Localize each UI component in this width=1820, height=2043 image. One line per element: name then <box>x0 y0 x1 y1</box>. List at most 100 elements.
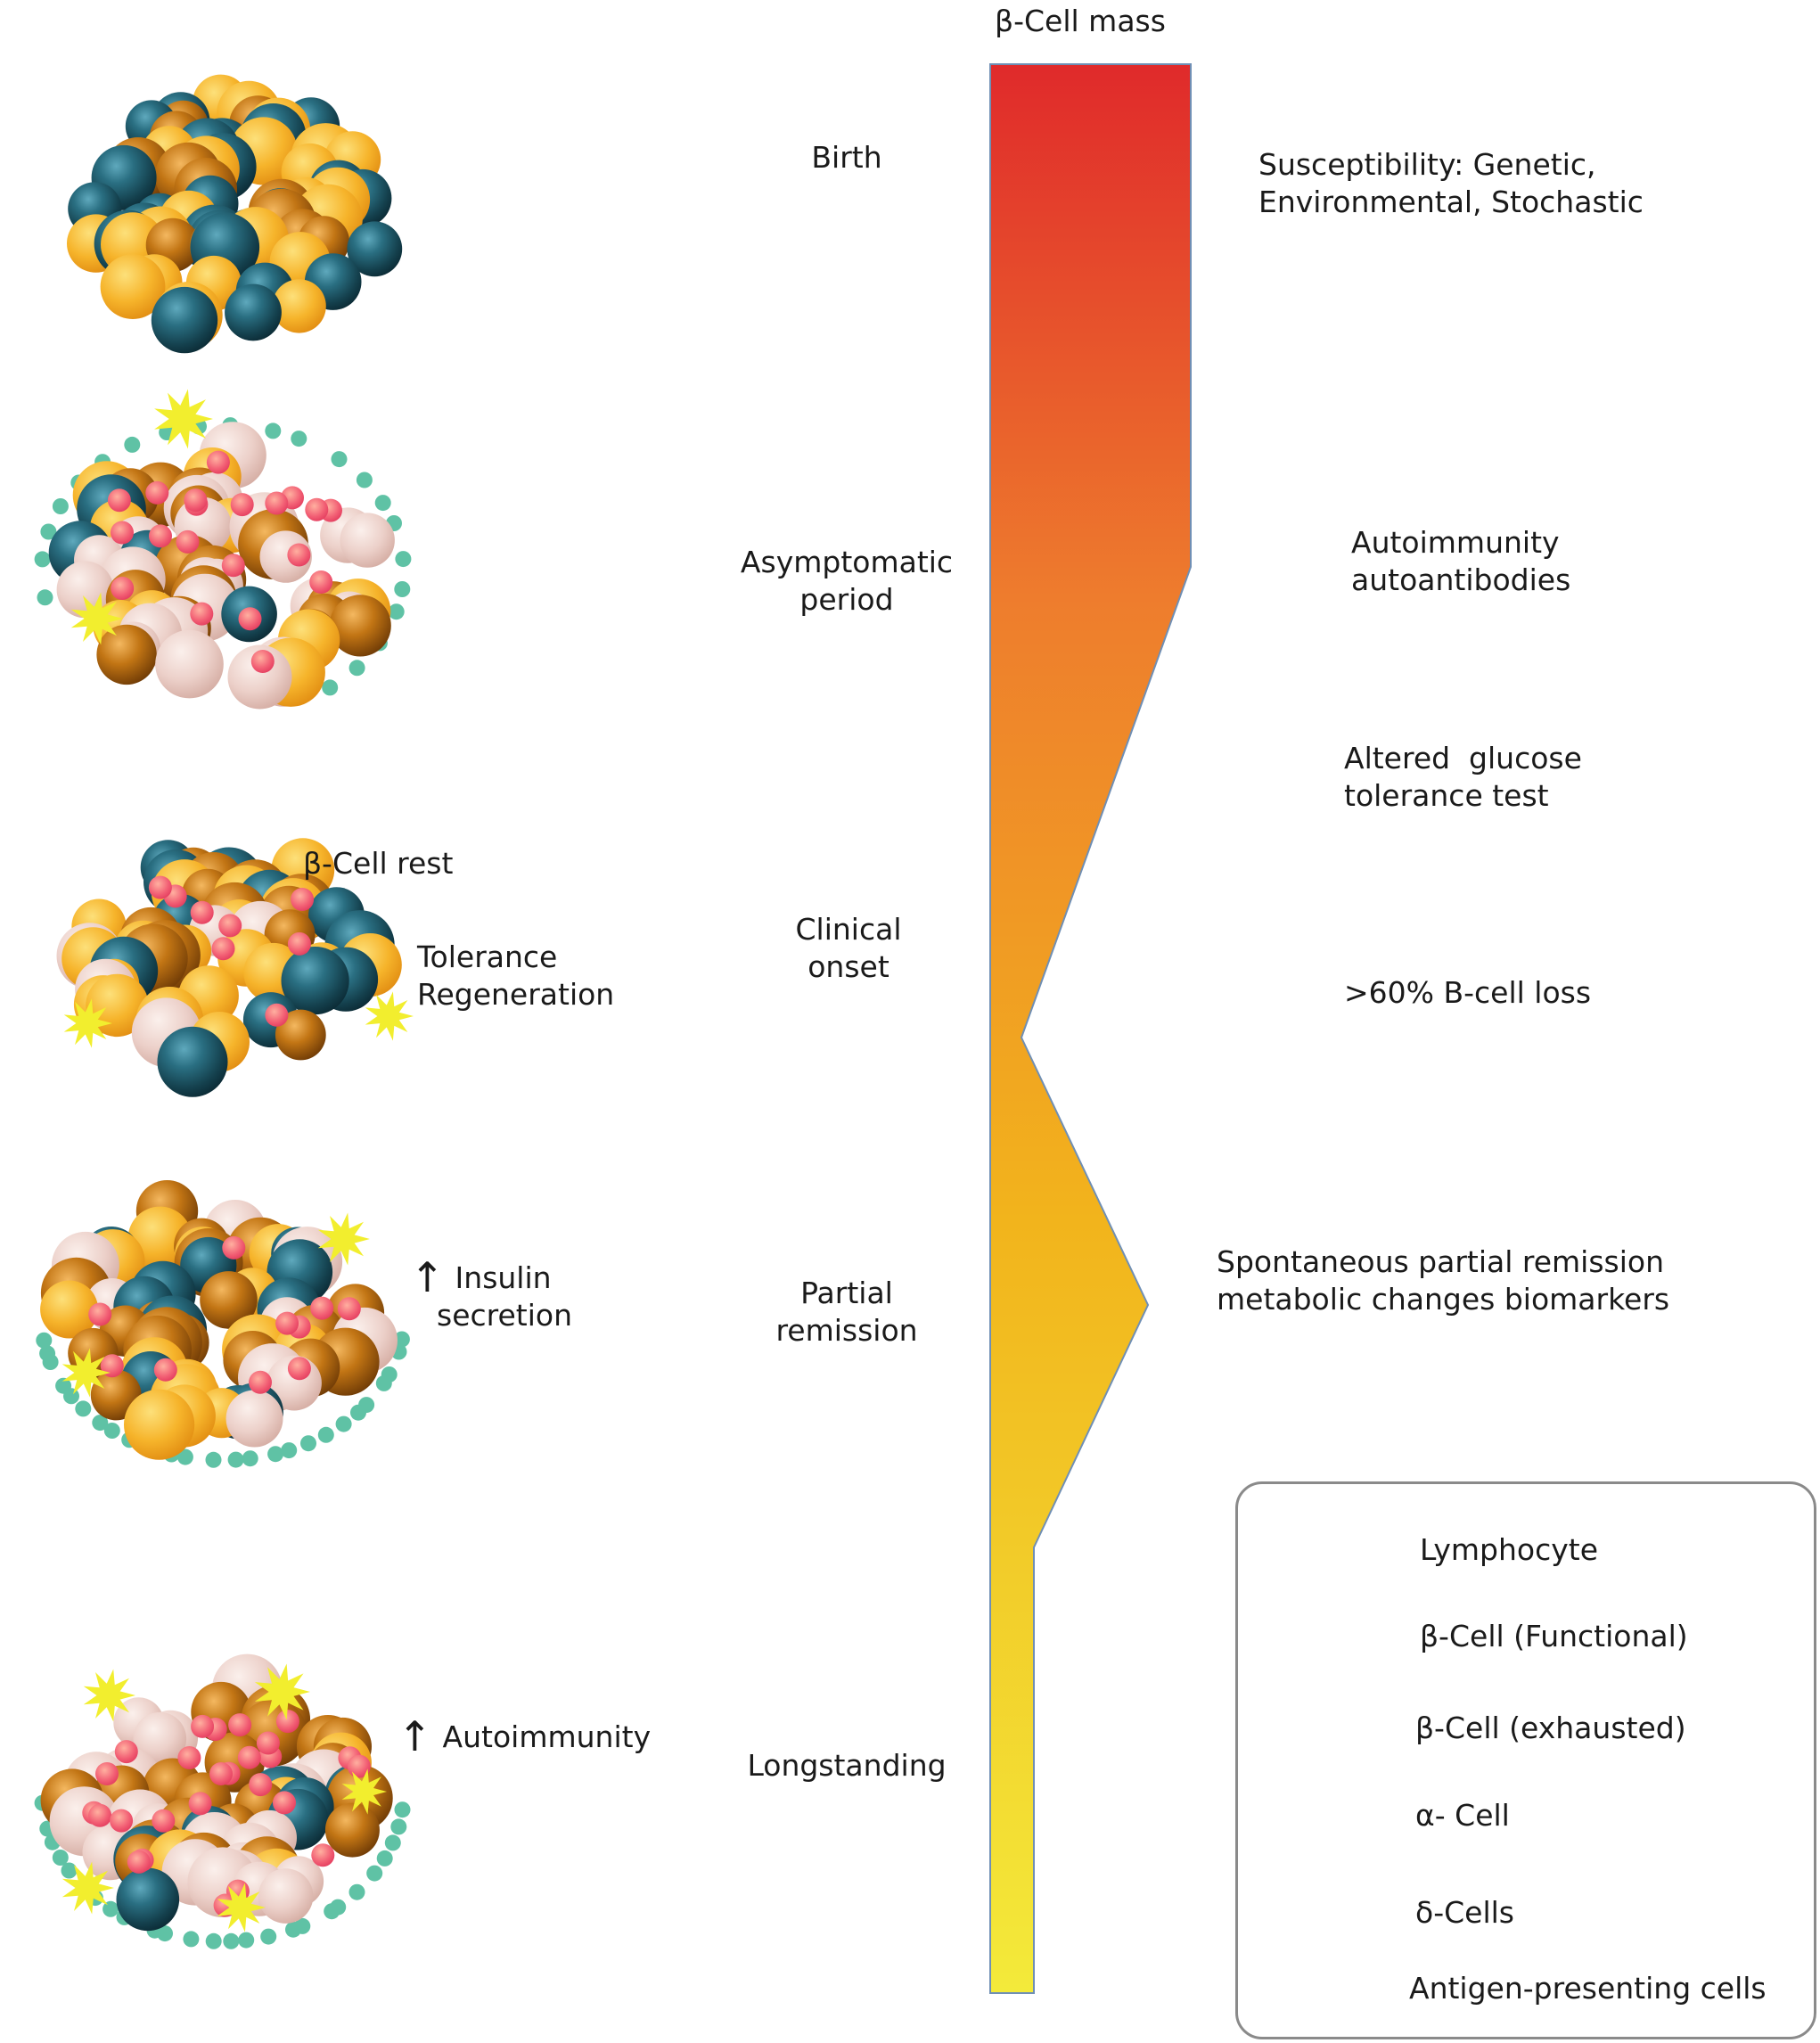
lymphocyte-icon <box>310 1296 334 1320</box>
legend-label-alpha-cell: α- Cell <box>1415 1798 1510 1833</box>
delta-cell-icon <box>324 1802 380 1858</box>
lymphocyte-icon <box>176 529 200 554</box>
lymphocyte-icon <box>237 1745 261 1769</box>
lymphocyte-icon <box>111 521 134 545</box>
dot-icon <box>52 498 69 514</box>
dot-icon <box>103 1423 120 1439</box>
dot-icon <box>36 1332 53 1349</box>
stage-partial-remission: Partial remission <box>775 1276 918 1348</box>
lymphocyte-icon <box>275 1311 299 1335</box>
dot-icon <box>281 1442 298 1459</box>
antigen-presenting-cell-icon <box>63 998 112 1048</box>
label-autoimmunity-increase: ↑Autoimmunity <box>398 1712 652 1760</box>
antigen-presenting-cell-icon <box>61 1861 114 1915</box>
dot-icon <box>324 1903 340 1920</box>
lymphocyte-icon <box>250 650 275 673</box>
dot-icon <box>183 1931 200 1948</box>
dot-icon <box>37 589 53 606</box>
lymphocyte-icon <box>148 875 172 899</box>
lymphocyte-icon <box>218 914 242 938</box>
dot-icon <box>366 1865 383 1882</box>
delta-cell-icon <box>200 1271 258 1329</box>
note-cell-loss: >60% B-cell loss <box>1344 975 1592 1010</box>
lymphocyte-icon <box>149 524 172 548</box>
stage-clinical-onset: Clinical onset <box>795 912 902 984</box>
islet-asymptomatic <box>34 389 412 710</box>
legend-label-beta-exhausted: β-Cell (exhausted) <box>1415 1711 1686 1745</box>
islet-birth <box>67 74 403 354</box>
dot-icon <box>291 431 307 447</box>
legend <box>1235 1481 1816 2039</box>
dot-icon <box>348 660 365 677</box>
stage-birth: Birth <box>811 140 882 175</box>
dot-icon <box>285 1921 301 1938</box>
beta-cell-functional-icon <box>151 286 218 354</box>
lymphocyte-icon <box>110 1809 134 1833</box>
dot-icon <box>39 1345 56 1362</box>
lymphocyte-icon <box>114 1740 138 1764</box>
islet-longstanding <box>34 1653 411 1949</box>
lymphocyte-icon <box>88 1302 112 1326</box>
beta-cell-functional-icon <box>157 1026 228 1097</box>
antigen-presenting-cell-icon <box>365 991 414 1041</box>
label-beta-cell-rest: β-Cell rest <box>303 846 454 881</box>
dot-icon <box>205 1451 222 1468</box>
lymphocyte-icon <box>228 1713 252 1737</box>
lymphocyte-icon <box>265 1003 289 1027</box>
dot-icon <box>384 1834 401 1851</box>
lymphocyte-icon <box>287 543 311 567</box>
beta-cell-exhausted-icon <box>225 1390 283 1448</box>
legend-label-lymphocyte: Lymphocyte <box>1420 1532 1598 1567</box>
lymphocyte-icon <box>127 1850 151 1874</box>
dot-icon <box>393 1331 410 1348</box>
dot-icon <box>205 1932 222 1949</box>
lymphocyte-icon <box>291 888 315 911</box>
lymphocyte-icon <box>287 1357 311 1381</box>
alpha-cell-icon <box>40 1280 99 1339</box>
antigen-presenting-cell-icon <box>154 389 213 449</box>
label-insulin-secretion: ↑Insulin secretion <box>410 1253 572 1333</box>
dot-icon <box>52 1850 69 1866</box>
dot-icon <box>350 1404 366 1421</box>
dot-icon <box>376 1850 393 1867</box>
alpha-cell-icon <box>100 254 166 319</box>
stage-asymptomatic-period: Asymptomatic period <box>740 545 954 617</box>
label-tolerance-regeneration: Tolerance Regeneration <box>417 939 615 1012</box>
delta-cell-icon <box>96 624 157 685</box>
delta-cell-icon <box>275 1009 326 1061</box>
dot-icon <box>348 1883 365 1900</box>
dot-icon <box>40 523 57 540</box>
dot-icon <box>102 1900 119 1917</box>
legend-label-beta-functional: β-Cell (Functional) <box>1420 1619 1688 1653</box>
lymphocyte-icon <box>309 570 333 594</box>
lymphocyte-icon <box>221 554 245 578</box>
beta-cell-exhausted-icon <box>227 644 292 710</box>
alpha-cell-icon <box>272 279 326 333</box>
dot-icon <box>223 1932 240 1949</box>
beta-cell-exhausted-icon <box>258 1868 314 1924</box>
note-spontaneous-remission: Spontaneous partial remission metabolic … <box>1217 1244 1670 1317</box>
note-glucose-tolerance: Altered glucose tolerance test <box>1344 741 1582 813</box>
dot-icon <box>356 472 373 488</box>
delta-cell-icon <box>329 595 391 657</box>
lymphocyte-icon <box>238 607 262 631</box>
antigen-presenting-cell-icon <box>254 1663 310 1720</box>
antigen-presenting-cell-icon <box>70 592 123 645</box>
antigen-presenting-cell-icon <box>317 1212 370 1266</box>
dot-icon <box>388 603 405 620</box>
antigen-presenting-cell-icon <box>341 1768 387 1815</box>
beta-cell-exhausted-icon <box>133 1711 187 1766</box>
dot-icon <box>331 451 348 468</box>
bar-title: β-Cell mass <box>995 4 1166 38</box>
dot-icon <box>238 1932 255 1949</box>
antigen-presenting-cell-icon <box>217 1883 266 1932</box>
beta-cell-functional-icon <box>347 221 403 277</box>
lymphocyte-icon <box>311 1843 335 1867</box>
lymphocyte-icon <box>273 1791 296 1815</box>
dot-icon <box>242 1450 258 1467</box>
lymphocyte-icon <box>153 1358 177 1382</box>
lymphocyte-icon <box>145 480 169 505</box>
lymphocyte-icon <box>152 1809 176 1833</box>
dot-icon <box>124 436 141 453</box>
dot-icon <box>317 1426 334 1443</box>
